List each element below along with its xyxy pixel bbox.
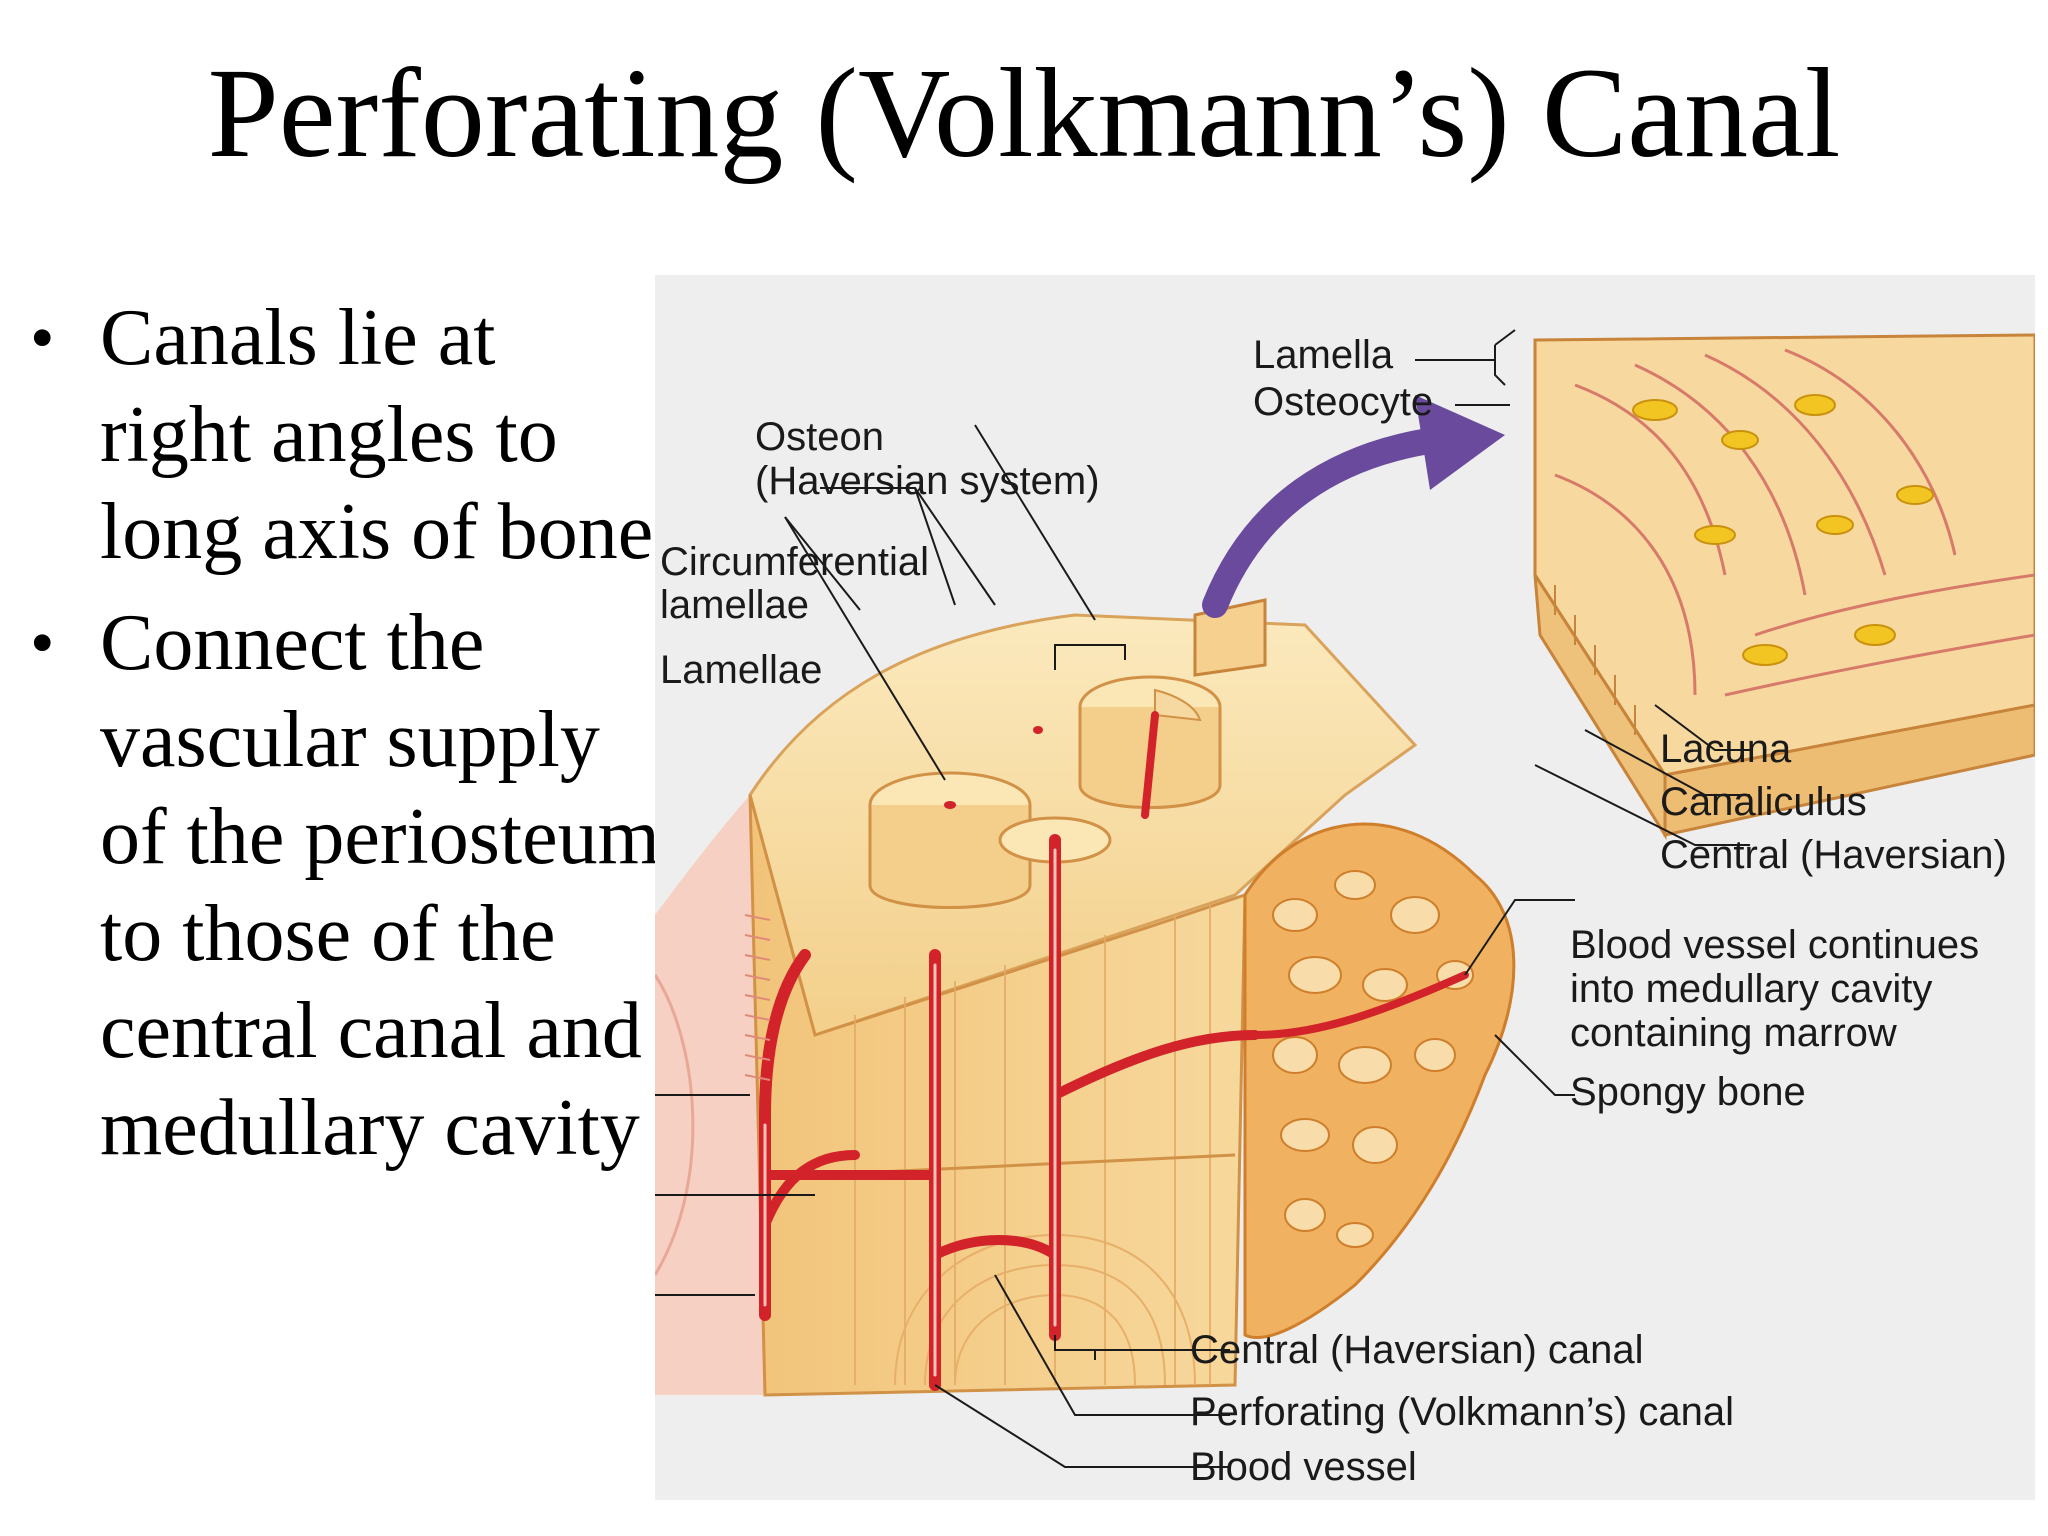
label-blood-vessel-continues-2: into medullary cavity [1570,967,1933,1011]
bone-illustration [655,329,2035,1468]
magnified-osteon [1533,333,2035,841]
bullet-icon: • [30,605,55,682]
label-spongy-bone: Spongy bone [1570,1070,1806,1114]
bullet-icon: • [30,300,55,377]
arrow-head-icon [1415,395,1505,490]
label-lacuna: Lacuna [1660,727,1792,771]
spongy-bone [1243,822,1516,1340]
osteon-cylinders [868,675,1222,909]
bullet-text: Canals lie at right angles to long axis … [100,294,654,576]
label-lamellae: Lamellae [660,648,823,692]
label-blood-vessel-continues-3: containing marrow [1570,1011,1897,1055]
bullet-text: Connect the vascular supply of the perio… [100,599,660,1172]
leader-lines [655,329,1750,1468]
label-central-canal: Central (Haversian) canal [1190,1328,1644,1372]
label-osteon: Osteon [755,415,884,459]
bullet-item: • Canals lie at right angles to long axis… [22,290,662,581]
label-canaliculus: Canaliculus [1660,780,1867,824]
label-circumferential-sub: lamellae [660,583,809,627]
label-perforating-canal: Perforating (Volkmann’s) canal [1190,1390,1734,1434]
label-central-haversian: Central (Haversian) [1660,833,2007,877]
label-lamella: Lamella [1253,333,1394,377]
bone-wedge [1193,598,1267,677]
bone-diagram: Lamella Osteocyte Osteon (Haversian syst… [655,275,2035,1500]
label-osteon-sub: (Haversian system) [755,459,1100,503]
magnify-arrow [1202,427,1448,618]
label-osteocyte: Osteocyte [1253,380,1434,424]
label-blood-vessel: Blood vessel [1190,1445,1417,1489]
bullet-item: • Connect the vascular supply of the peri… [22,595,662,1177]
slide-title: Perforating (Volkmann’s) Canal [207,42,1841,184]
label-circumferential: Circumferential [660,540,929,584]
label-blood-vessel-continues: Blood vessel continues [1570,923,1980,967]
bullet-list: • Canals lie at right angles to long axis… [22,290,662,1191]
